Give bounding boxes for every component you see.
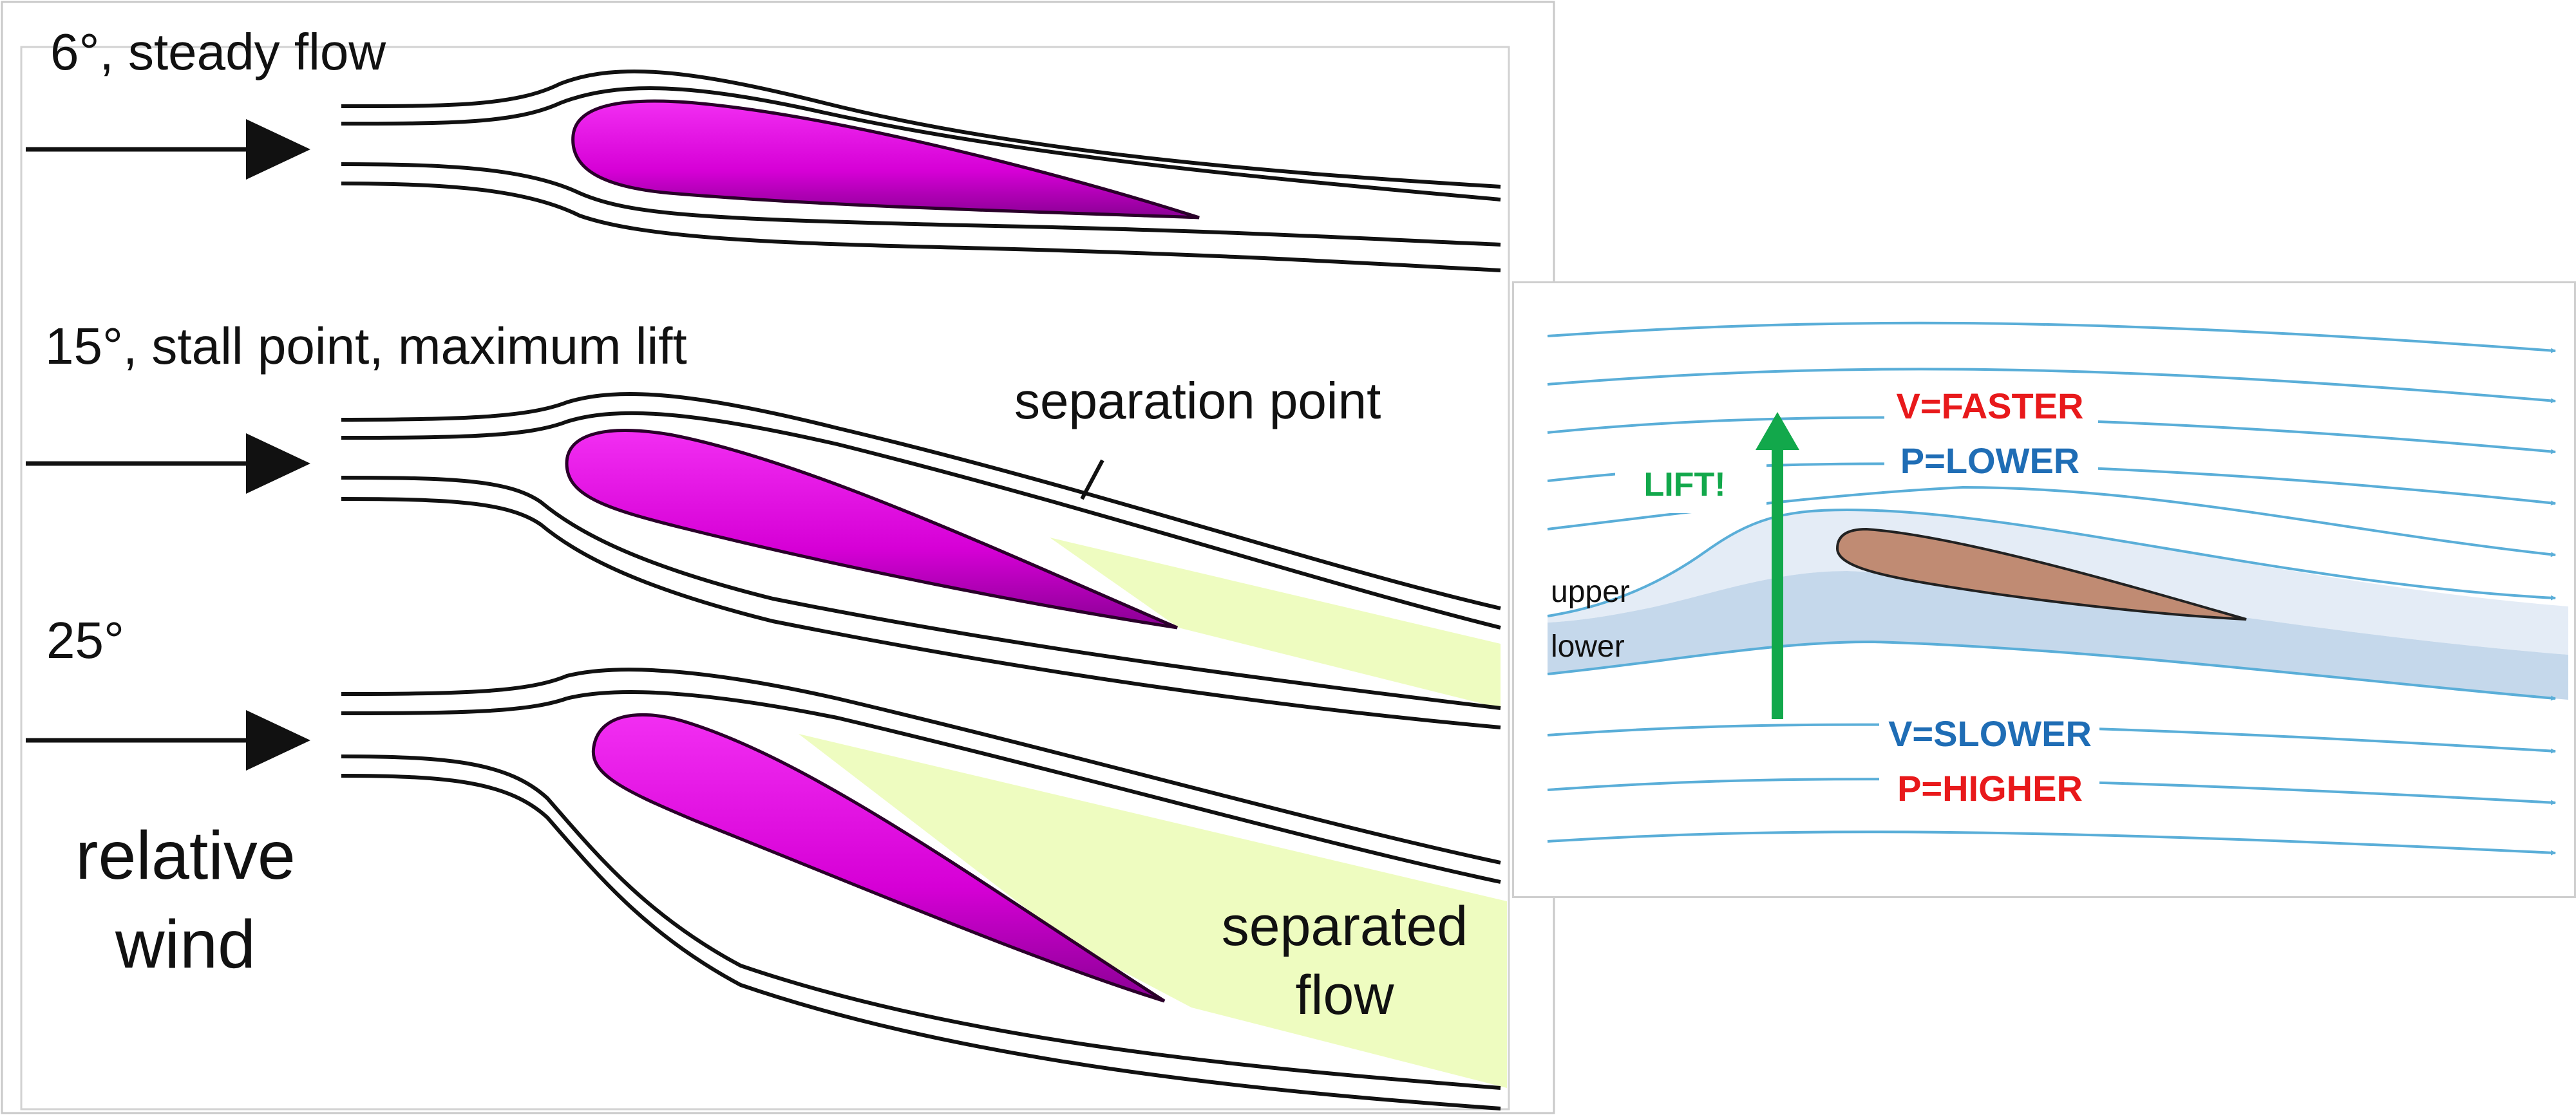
lower-band bbox=[1548, 571, 2568, 700]
streamline bbox=[341, 754, 1501, 1090]
top-pressure-label: P=LOWER bbox=[1900, 440, 2079, 481]
streamline bbox=[341, 162, 1501, 247]
wind-arrowhead bbox=[246, 119, 310, 180]
streamline bbox=[341, 668, 1501, 865]
row-25-degrees: 25° separated flow bbox=[26, 612, 1507, 1110]
lift-pressure-diagram: V=FASTER P=LOWER LIFT! V=SLOWER P=HIGHER… bbox=[1512, 281, 2576, 898]
streamline bbox=[341, 476, 1501, 710]
streamline bbox=[1547, 321, 2556, 353]
streamline bbox=[341, 690, 1501, 884]
separation-point-label: separation point bbox=[1014, 372, 1381, 429]
streamline bbox=[341, 411, 1501, 630]
streamline bbox=[1547, 640, 2556, 701]
separated-flow-label-line1: separated bbox=[1222, 895, 1468, 957]
streamline bbox=[341, 86, 1501, 201]
lower-band-label: lower bbox=[1551, 630, 1625, 664]
row-label: 25° bbox=[46, 612, 124, 669]
airfoil bbox=[1835, 527, 2247, 621]
streamline bbox=[1547, 368, 2556, 404]
lift-arrowhead bbox=[1756, 412, 1799, 450]
separation-point-leader bbox=[1080, 459, 1104, 500]
streamline bbox=[341, 774, 1501, 1110]
streamline bbox=[1547, 508, 2556, 617]
row-label: 15°, stall point, maximum lift bbox=[45, 317, 687, 375]
separated-region bbox=[1050, 538, 1501, 708]
lift-label: LIFT! bbox=[1643, 466, 1725, 503]
upper-band-label: upper bbox=[1551, 575, 1630, 609]
streamline bbox=[341, 392, 1501, 610]
streamline bbox=[341, 182, 1501, 272]
wind-arrowhead bbox=[246, 710, 310, 771]
separated-region bbox=[799, 734, 1507, 1088]
relative-wind-label-line2: wind bbox=[115, 906, 256, 982]
bottom-velocity-label: V=SLOWER bbox=[1888, 713, 2092, 754]
row-15-degrees: 15°, stall point, maximum lift separatio… bbox=[26, 317, 1501, 729]
wind-arrowhead bbox=[246, 433, 310, 494]
row-label: 6°, steady flow bbox=[50, 23, 386, 80]
relative-wind-label-line1: relative bbox=[75, 818, 296, 894]
inner-frame bbox=[20, 46, 1510, 1110]
airfoil bbox=[571, 99, 1200, 220]
separated-flow-label-line2: flow bbox=[1296, 964, 1395, 1026]
streamline bbox=[1547, 830, 2556, 856]
top-velocity-label: V=FASTER bbox=[1897, 386, 2084, 426]
bottom-pressure-label: P=HIGHER bbox=[1897, 768, 2083, 809]
streamline bbox=[341, 69, 1501, 189]
row-6-degrees: 6°, steady flow bbox=[26, 23, 1501, 272]
airfoil bbox=[591, 713, 1166, 1003]
airfoil bbox=[565, 429, 1178, 630]
angle-of-attack-diagram: 6°, steady flow 15°, stall point, maximu… bbox=[1, 1, 1555, 1114]
streamline bbox=[341, 497, 1501, 729]
